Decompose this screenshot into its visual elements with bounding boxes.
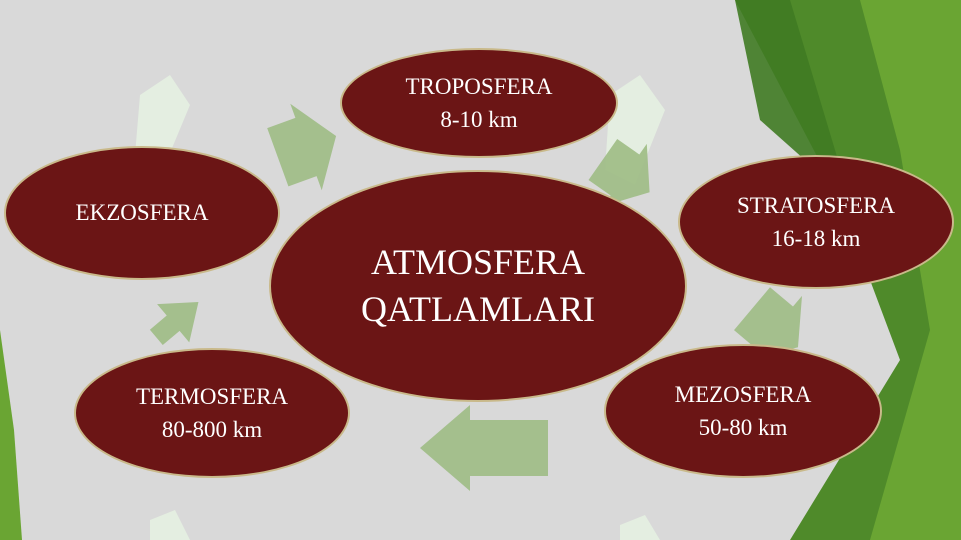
layer-name: TROPOSFERA: [405, 73, 553, 99]
arrow-troposfera-to-stratosfera: [588, 139, 650, 207]
layer-range: 50-80 km: [698, 415, 788, 440]
arrow-stratosfera-to-mezosfera: [734, 287, 802, 361]
layer-name: STRATOSFERA: [736, 192, 896, 218]
layer-range: 8-10 km: [440, 107, 518, 132]
green-stripe-left: [0, 330, 22, 540]
watermark-shape: [135, 75, 190, 165]
layer-name: EKZOSFERA: [75, 200, 209, 226]
center-title-line1: ATMOSFERA: [370, 242, 586, 283]
watermark-shape: [150, 510, 190, 540]
center-title-line2: QATLAMLARI: [361, 289, 595, 329]
arrow-mezosfera-to-termosfera: [420, 405, 548, 491]
layer-range: 16-18 km: [771, 226, 861, 251]
node-ekzosfera: EKZOSFERA: [4, 146, 280, 280]
layer-name: MEZOSFERA: [674, 381, 812, 407]
node-stratosfera: STRATOSFERA 16-18 km: [678, 155, 954, 289]
node-troposfera: TROPOSFERA 8-10 km: [340, 48, 618, 158]
node-mezosfera: MEZOSFERA 50-80 km: [604, 344, 882, 478]
layer-range: 80-800 km: [161, 417, 263, 442]
green-stripe-top: [735, 0, 850, 200]
layer-name: TERMOSFERA: [135, 383, 289, 409]
center-node-atmosfera-qatlamlari: ATMOSFERA QATLAMLARI: [269, 170, 687, 402]
arrow-termosfera-to-ekzosfera: [149, 302, 199, 346]
arrow-ekzosfera-to-troposfera: [267, 103, 337, 191]
watermark-shape: [620, 515, 660, 540]
green-stripe-light: [860, 0, 961, 540]
node-termosfera: TERMOSFERA 80-800 km: [74, 348, 350, 478]
